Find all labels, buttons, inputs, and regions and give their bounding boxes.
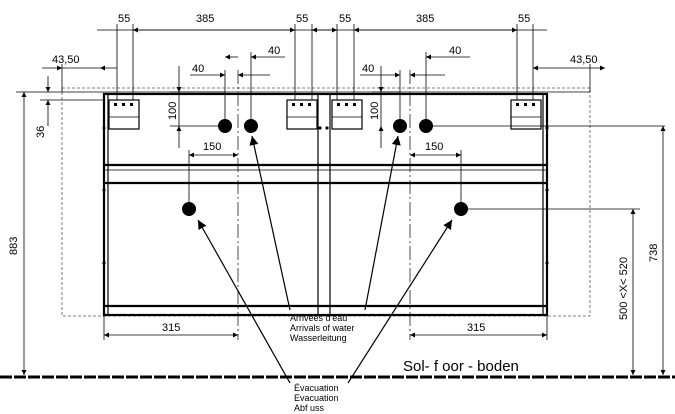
water-supply-label-de: Wasserleitung — [290, 333, 347, 343]
dim-top-offset: 36 — [35, 126, 47, 138]
water-supply-label-en: Arrivals of water — [290, 323, 355, 333]
dim-side-offset-left: 315 — [162, 322, 180, 334]
basin-box-left — [108, 99, 140, 130]
right-height-dimensions — [630, 126, 666, 375]
dim-water-offset-3: 40 — [362, 63, 374, 75]
floor-label: Sol- f oor - boden — [403, 358, 519, 375]
water-inlet-1 — [218, 119, 232, 133]
dim-water-supply-height: 738 — [648, 244, 660, 262]
dim-tap-spacing-mid-left: 55 — [296, 13, 308, 25]
basin-box-mid-right — [331, 99, 363, 130]
drain-leaders — [197, 219, 453, 384]
dim-total-height: 883 — [8, 237, 20, 255]
side-offset-dimensions — [103, 315, 548, 340]
drain-right — [454, 202, 468, 216]
dim-tap-spacing-left: 55 — [118, 13, 130, 25]
dim-drain-offset-right: 150 — [425, 141, 443, 153]
dim-water-offset-4: 40 — [449, 45, 461, 57]
basin-box-right — [510, 99, 542, 130]
drain-offset-dimensions — [188, 150, 640, 210]
drain-label-fr: Évacuation — [294, 383, 339, 393]
drain-label-en: Evacuation — [294, 393, 339, 403]
dim-water-offset-1: 40 — [192, 63, 204, 75]
dim-water-height: 100 — [167, 102, 179, 120]
dim-side-offset-right: 315 — [467, 322, 485, 334]
dim-basin-spacing-right: 385 — [416, 13, 434, 25]
dim-offset-right: 43,50 — [570, 54, 598, 66]
water-inlet-4 — [419, 119, 433, 133]
cabinet — [102, 92, 549, 317]
left-height-dimensions — [16, 76, 104, 375]
dim-water-offset-2: 40 — [268, 45, 280, 57]
offset-dimensions — [42, 64, 605, 92]
dim-basin-spacing-left: 385 — [196, 13, 214, 25]
drain-label-de: Abf uss — [294, 403, 325, 413]
top-dimension-chain — [97, 24, 547, 100]
dim-tap-spacing-mid-right: 55 — [339, 13, 351, 25]
dim-water-height-right: 100 — [369, 102, 381, 120]
water-offset-dimensions — [190, 52, 470, 119]
dim-drain-height: 500 <X< 520 — [618, 257, 630, 320]
water-inlet-2 — [244, 119, 258, 133]
dim-tap-spacing-right: 55 — [518, 13, 530, 25]
water-supply-label-fr: Arrivées d'eau — [290, 313, 347, 323]
basin-box-mid-left — [286, 99, 318, 130]
water-height-dimension — [170, 66, 665, 148]
dim-drain-offset-left: 150 — [203, 141, 221, 153]
drain-left — [182, 202, 196, 216]
water-inlet-3 — [393, 119, 407, 133]
water-supply-leaders — [249, 135, 401, 311]
dim-offset-left: 43,50 — [52, 54, 80, 66]
